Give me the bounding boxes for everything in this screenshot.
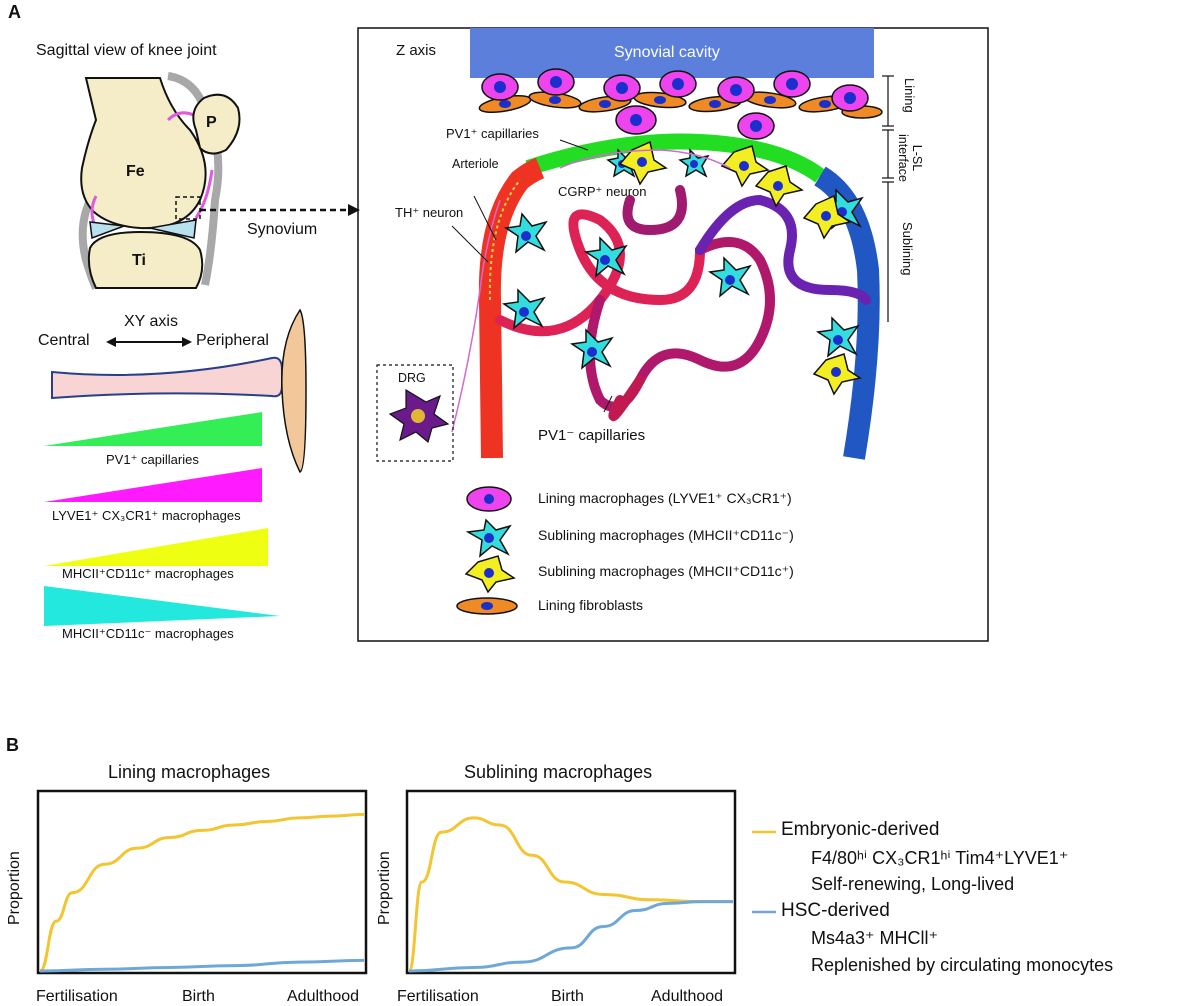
- chart-sublining-xtick-0: Fertilisation: [397, 988, 479, 1005]
- z-axis-label: Z axis: [396, 42, 437, 59]
- patella-shape: [192, 93, 241, 155]
- central-label: Central: [38, 332, 90, 349]
- cd11c-neg-nuclei: [519, 160, 847, 357]
- layer-brackets: [882, 75, 894, 322]
- chart-sublining-xtick-2: Adulthood: [651, 988, 724, 1005]
- chart-lining-xtick-0: Fertilisation: [36, 988, 118, 1005]
- cd11c-neg-macrophage-gradient: [44, 586, 280, 626]
- knee-joint-illustration: [70, 72, 360, 290]
- panel-b-letter: B: [6, 735, 19, 755]
- chart-lining-xtick-2: Adulthood: [287, 988, 360, 1005]
- meniscus-shape: [89, 221, 125, 240]
- synovial-cavity-label: Synovial cavity: [614, 44, 720, 61]
- capsule-shape: [167, 72, 223, 286]
- fibroblast-nuclei: [499, 96, 831, 108]
- arteriole-label: Arteriole: [452, 157, 499, 171]
- synovium-label: Synovium: [247, 221, 318, 238]
- gradient-label-lyve1: LYVE1⁺ CX₃CR1⁺ macrophages: [52, 508, 241, 523]
- panel-a-letter: A: [8, 2, 21, 22]
- chart-0-series-embryonic-line: [39, 812, 365, 973]
- xy-axis-label: XY axis: [124, 313, 178, 330]
- patella-label: P: [206, 114, 217, 131]
- neuron-fiber: [451, 199, 501, 433]
- synovial-cavity-rect: [470, 28, 874, 78]
- tibia-shape: [87, 230, 204, 289]
- legend-sublining-cd11c-pos: Sublining macrophages (MHCII⁺CD11c⁺): [538, 563, 794, 579]
- chart-sublining-ylabel: Proportion: [376, 851, 393, 925]
- chart-lining-frame: [36, 789, 368, 975]
- legend-lining-macrophages: Lining macrophages (LYVE1⁺ CX₃CR1⁺): [538, 490, 792, 506]
- drg-label: DRG: [398, 371, 426, 385]
- peripheral-label: Peripheral: [196, 332, 269, 349]
- panel-a-drawing: [44, 27, 989, 642]
- legend-hsc-line-1: Ms4a3⁺ MHCll⁺: [811, 928, 939, 948]
- synovium-detail: [357, 27, 989, 642]
- legend-lining-fibroblasts: Lining fibroblasts: [538, 597, 644, 613]
- pv1-capillaries-gradient: [44, 412, 262, 446]
- pv1-pos-capillary: [525, 133, 825, 183]
- legend-embryonic-line-1: F4/80ʰⁱ CX₃CR1ʰⁱ Tim4⁺LYVE1⁺: [811, 848, 1069, 868]
- lining-macrophage-nuclei: [494, 76, 856, 132]
- legend-embryonic-name: Embryonic-derived: [781, 819, 940, 840]
- knee-title: Sagittal view of knee joint: [36, 42, 217, 59]
- xy-axis-gradients: [44, 308, 307, 626]
- drg-box: [376, 364, 454, 462]
- legend-hsc-name: HSC-derived: [781, 900, 890, 921]
- arteriole-vessel: [478, 157, 545, 459]
- drg-nucleus: [411, 409, 425, 423]
- cd11c-pos-macrophage-gradient: [44, 528, 268, 566]
- gradient-label-cd11c-neg: MHCII⁺CD11c⁻ macrophages: [62, 626, 234, 641]
- legend-embryonic-line-2: Self-renewing, Long-lived: [811, 874, 1015, 894]
- chart-sublining-frame: [405, 789, 737, 975]
- chart-lining-xtick-1: Birth: [182, 988, 215, 1005]
- th-neuron-label: TH⁺ neuron: [395, 205, 464, 220]
- tibia-label: Ti: [132, 252, 146, 269]
- legend-sublining-cd11c-neg: Sublining macrophages (MHCII⁺CD11c⁻): [538, 527, 794, 543]
- femur-label: Fe: [126, 163, 145, 180]
- pv1-pos-capillaries-label: PV1⁺ capillaries: [446, 126, 539, 141]
- pv1-neg-capillaries-label: PV1⁻ capillaries: [538, 427, 646, 444]
- chart-sublining-xtick-1: Birth: [551, 988, 584, 1005]
- pv1-neg-capillary-network: [495, 185, 871, 421]
- legend-hsc-line-2: Replenished by circulating monocytes: [811, 955, 1114, 975]
- gradient-label-pv1: PV1⁺ capillaries: [106, 452, 199, 467]
- cd11c-pos-nuclei: [637, 157, 841, 377]
- chart-sublining-title: Sublining macrophages: [464, 762, 653, 782]
- lyve1-macrophage-gradient: [44, 468, 262, 502]
- detail-legend-icons: [456, 486, 518, 615]
- chart-0-series-hsc-line: [39, 958, 365, 973]
- chart-lining-ylabel: Proportion: [6, 851, 23, 925]
- chart-1-series-embryonic-line: [407, 816, 733, 973]
- gradient-label-cd11c-pos: MHCII⁺CD11c⁺ macrophages: [62, 566, 234, 581]
- cgrp-neuron-label: CGRP⁺ neuron: [558, 184, 647, 199]
- chart-lining-title: Lining macrophages: [108, 762, 271, 782]
- chart-1-series-hsc-line: [408, 900, 733, 973]
